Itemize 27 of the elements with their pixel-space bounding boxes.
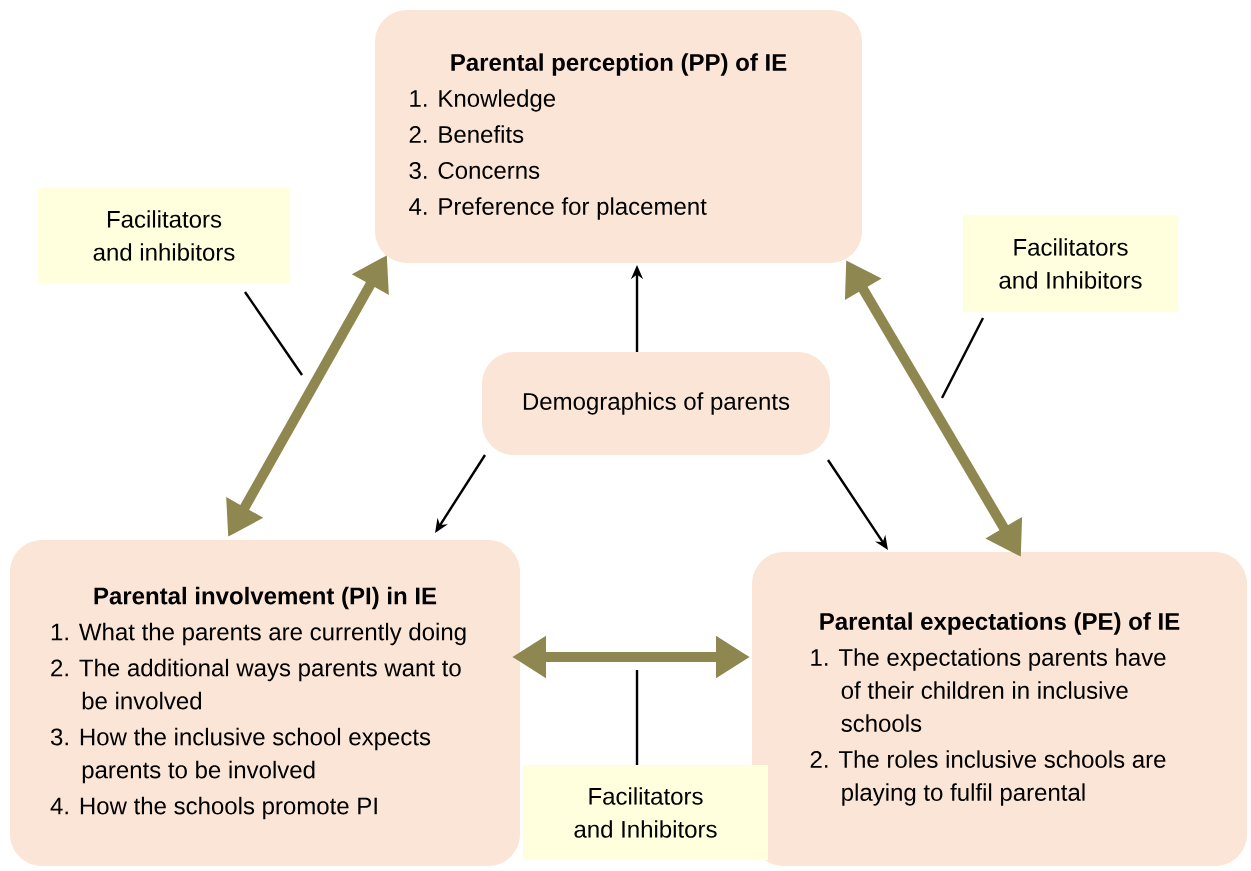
leader-line <box>244 291 303 376</box>
box-text: Demographics of parents <box>523 392 790 415</box>
note-box <box>963 215 1178 312</box>
box-heading: Parental perception (PP) of IE <box>451 53 787 76</box>
note-box <box>523 765 768 860</box>
list-item: 3. How the inclusive school expects parents to be involved <box>50 727 431 784</box>
leader-line <box>635 670 639 765</box>
list-item: 3. Concerns <box>409 161 540 179</box>
concept-box <box>482 352 830 455</box>
list-item: 4. How the schools promote PI <box>50 796 377 820</box>
list-item: 1. Knowledge <box>410 89 556 112</box>
leader-line <box>940 317 985 399</box>
box-text: Facilitators and inhibitors <box>93 210 235 261</box>
concept-box <box>752 552 1247 866</box>
list-item: 2. The additional ways parents want to be involved <box>51 658 461 710</box>
box-heading: Parental expectations (PE) of IE <box>820 612 1180 635</box>
concept-box <box>10 540 520 866</box>
box-text: Facilitators and Inhibitors <box>999 238 1142 289</box>
list-item: 1. What the parents are currently doing <box>51 622 466 646</box>
list-item: 2. The roles inclusive schools are playing to fulfil parental <box>810 750 1166 806</box>
list-item: 4. Preference for placement <box>409 197 707 220</box>
box-text: Facilitators and Inhibitors <box>574 787 717 838</box>
list-item: 2. Benefits <box>409 125 524 143</box>
list-item: 1. The expectations parents have of their children in inclusive schools <box>811 648 1166 732</box>
note-box <box>38 188 290 283</box>
box-heading: Parental involvement (PI) in IE <box>94 586 437 610</box>
concept-box <box>375 10 862 263</box>
